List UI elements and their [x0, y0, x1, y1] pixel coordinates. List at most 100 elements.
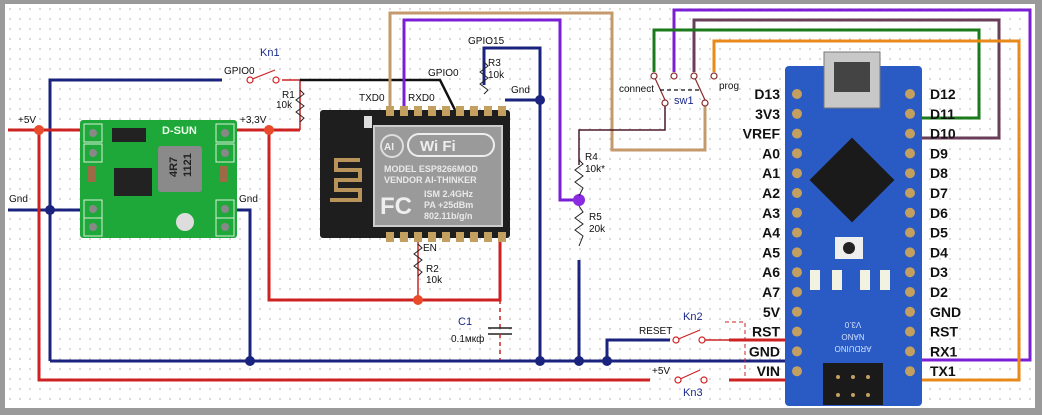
arduino-left-pin-label: 5V — [763, 304, 781, 320]
resistors — [295, 61, 584, 277]
gpio0-wire — [300, 78, 457, 111]
sw1-prog-label: prog — [719, 81, 739, 92]
txd0-label: TXD0 — [359, 93, 385, 104]
arduino-left-pin-label: A3 — [762, 205, 780, 221]
arduino-left-pin-pad — [792, 306, 802, 317]
junctions — [34, 95, 612, 366]
arduino-right-pin-pad — [905, 227, 915, 238]
r2-zigzag — [413, 243, 423, 277]
sw1-label: sw1 — [674, 95, 694, 107]
arduino-left-pin-label: A6 — [762, 264, 780, 280]
input-5v-label: +5V — [18, 115, 36, 126]
r1-zigzag — [295, 89, 305, 123]
arduino-left-pin-label: VIN — [757, 363, 780, 379]
r5-zigzag — [574, 205, 584, 247]
arduino-left-pin-label: GND — [749, 343, 780, 359]
arduino-right-pin-pad — [905, 267, 915, 278]
d11-wire — [652, 28, 981, 120]
arduino-right-pin-pad — [905, 168, 915, 179]
arduino-right-pin-pad — [905, 108, 915, 119]
reset-label: RESET — [639, 326, 672, 337]
nano-silk-arduino: ARDUINO — [835, 344, 872, 353]
arduino-left-pin-pad — [792, 326, 802, 337]
arduino-left-pin-label: A0 — [762, 145, 780, 161]
arduino-right-pin-label: RX1 — [930, 343, 957, 359]
esp-std-line: 802.11b/g/n — [424, 211, 473, 221]
kn2-label: Kn2 — [683, 311, 703, 323]
r1-name: R1 — [282, 90, 295, 101]
output-3v3-label: +3,3V — [240, 115, 267, 126]
d10-wire — [692, 18, 1001, 140]
ai-badge-text: AI — [384, 142, 394, 153]
arduino-right-pin-label: D7 — [930, 185, 948, 201]
arduino-right-pin-label: GND — [930, 304, 961, 320]
rxd-wire — [402, 18, 579, 202]
c1-name: C1 — [458, 316, 472, 328]
arduino-right-pin-pad — [905, 89, 915, 99]
kn-dash — [725, 321, 746, 380]
ai-badge — [380, 134, 404, 158]
arduino-right-pin-pad — [905, 188, 915, 198]
esp-vendor-line: VENDOR AI-THINKER — [384, 175, 477, 185]
txd-wire — [388, 11, 707, 152]
arduino-left-pin-label: D13 — [754, 86, 780, 102]
esp-gnd-label: Gnd — [511, 85, 530, 96]
arduino-right-pin-label: TX1 — [930, 363, 956, 379]
kn1-switch — [246, 69, 280, 84]
wifi-logo — [407, 133, 495, 157]
arduino-left-pin-pad — [792, 168, 802, 179]
en-label: EN — [423, 243, 437, 254]
arduino-left-pin-label: A5 — [762, 244, 780, 260]
r5-value: 20k — [589, 224, 606, 235]
r1-value: 10k — [276, 100, 293, 111]
arduino-right-pin-pad — [905, 148, 915, 159]
arduino-left-pin-pad — [792, 207, 802, 218]
r3-name: R3 — [488, 58, 501, 69]
arduino-left-pin-label: A4 — [762, 225, 780, 241]
arduino-left-pin-pad — [792, 227, 802, 238]
tx1-wire — [712, 39, 1021, 382]
arduino-left-pin-label: 3V3 — [755, 106, 780, 122]
arduino-left-pin-pad — [792, 346, 802, 357]
arduino-right-pin-pad — [905, 326, 915, 337]
kn1-gpio-label: GPIO0 — [224, 66, 255, 77]
sw1-switch — [650, 72, 718, 107]
arduino-right-pin-pad — [905, 128, 915, 139]
arduino-right-pin-label: D9 — [930, 145, 948, 161]
arduino-left-pin-pad — [792, 247, 802, 258]
arduino-left-pin-label: RST — [752, 324, 780, 340]
dsun-label: D-SUN — [162, 125, 197, 137]
gnd-in-label: Gnd — [9, 194, 28, 205]
sw1-r4-wire — [578, 100, 666, 165]
kn3-label: Kn3 — [683, 387, 703, 399]
arduino-right-pin-label: D5 — [930, 225, 948, 241]
esp8266-module — [320, 110, 510, 238]
arduino-right-pin-label: RST — [930, 324, 958, 340]
arduino-left-pin-pad — [792, 148, 802, 159]
nano-silk-version: V3.0 — [844, 320, 861, 329]
arduino-right-pin-pad — [905, 346, 915, 357]
rxd0-label: RXD0 — [408, 93, 435, 104]
arduino-right-pin-label: D6 — [930, 205, 948, 221]
arduino-right-pin-label: D2 — [930, 284, 948, 300]
gpio15-label: GPIO15 — [468, 36, 505, 47]
arduino-left-pin-label: A2 — [762, 185, 780, 201]
r4-zigzag — [574, 159, 584, 197]
r4-value: 10k* — [585, 164, 605, 175]
esp-model-line: MODEL ESP8266MOD — [384, 164, 478, 174]
nano-silk-nano: NANO — [841, 332, 864, 341]
arduino-right-pin-label: D10 — [930, 126, 956, 142]
arduino-right-pin-label: D8 — [930, 165, 948, 181]
dsun-power-module — [80, 120, 237, 238]
esp-pads-bottom — [386, 232, 506, 242]
r2-name: R2 — [426, 264, 439, 275]
arduino-right-pin-pad — [905, 366, 915, 377]
kn1-label: Kn1 — [260, 47, 280, 59]
esp-gpio0-label: GPIO0 — [428, 68, 459, 79]
arduino-right-pin-label: D3 — [930, 264, 948, 280]
arduino-right-pin-pad — [905, 207, 915, 218]
arduino-left-pin-label: VREF — [743, 126, 781, 142]
arduino-right-pin-pad — [905, 306, 915, 317]
